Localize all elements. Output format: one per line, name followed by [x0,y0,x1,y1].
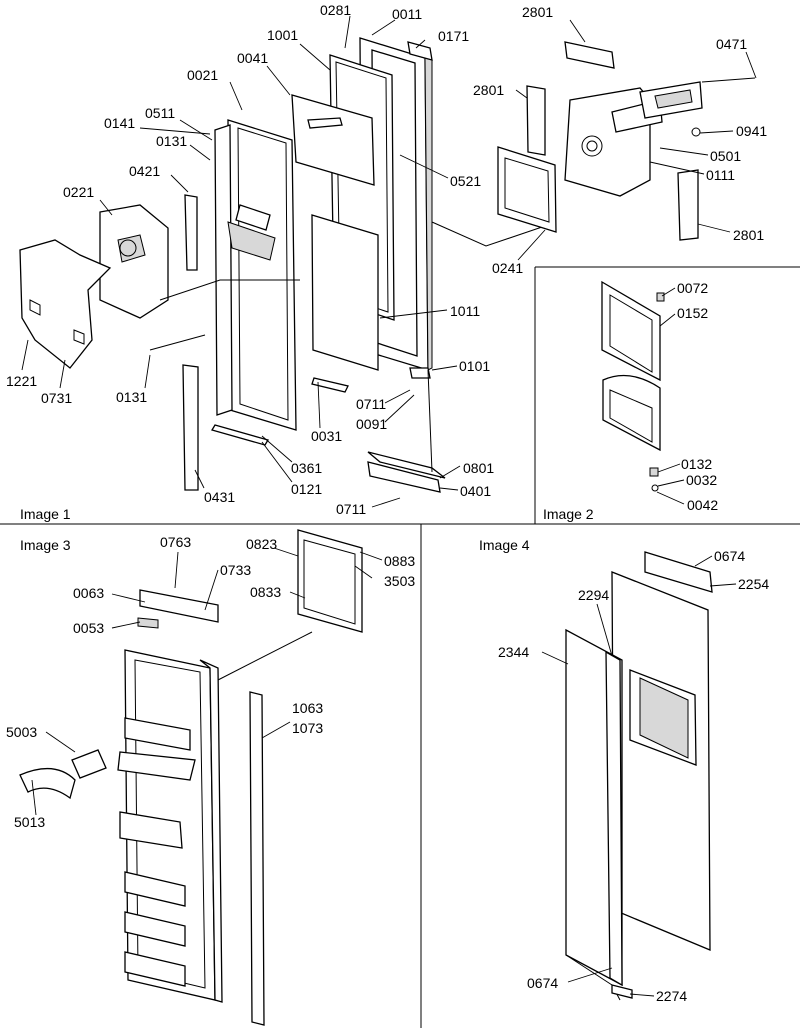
part-label-1001: 1001 [267,27,298,43]
part-label-5003: 5003 [6,724,37,740]
part-label-2344: 2344 [498,644,529,660]
part-label-0281: 0281 [320,2,351,18]
part-label-1011: 1011 [450,303,480,319]
image-3-labels: Image 3 0763 0823 0883 3503 0733 0063 08… [6,534,415,830]
part-label-0731: 0731 [41,390,72,406]
part-label-0941: 0941 [736,123,767,139]
part-label-0111: 0111 [706,167,735,183]
image-4-drawing [565,551,713,1001]
part-label-0121: 0121 [291,481,322,497]
part-label-2801-right: 2801 [733,227,764,243]
image-2-labels: 0072 0152 0132 0032 0042 Image 2 [543,280,718,522]
part-label-0063: 0063 [73,585,104,601]
panel-dividers [0,266,800,1028]
part-label-0763: 0763 [160,534,191,550]
part-label-2801-left: 2801 [473,82,504,98]
part-label-0711-mid: 0711 [356,396,386,412]
part-label-5013: 5013 [14,814,45,830]
part-label-1063: 1063 [292,700,323,716]
part-label-0511: 0511 [145,105,175,121]
part-label-0053: 0053 [73,620,104,636]
part-label-2254: 2254 [738,576,769,592]
leader-lines [21,15,757,997]
part-label-0431: 0431 [204,489,235,505]
part-label-0011: 0011 [392,6,422,22]
part-label-0241: 0241 [492,260,523,276]
part-label-0823: 0823 [246,536,277,552]
part-label-0674-top: 0674 [714,548,745,564]
image-2-caption: Image 2 [543,506,594,522]
part-label-0091: 0091 [356,416,387,432]
part-label-0801: 0801 [463,460,494,476]
part-label-0401: 0401 [460,483,491,499]
part-label-0132: 0132 [681,456,712,472]
part-label-0031: 0031 [311,428,342,444]
image-2-drawing [601,280,665,492]
part-label-0141: 0141 [104,115,135,131]
part-label-0032: 0032 [686,472,717,488]
part-label-0674-bottom: 0674 [527,975,558,991]
part-label-2294: 2294 [578,587,609,603]
part-label-0152: 0152 [677,305,708,321]
part-label-0041: 0041 [237,50,268,66]
part-label-0883: 0883 [384,553,415,569]
part-label-0833: 0833 [250,584,281,600]
part-label-2274: 2274 [656,988,687,1004]
part-label-0421: 0421 [129,163,160,179]
part-label-0471: 0471 [716,36,747,52]
part-label-0733: 0733 [220,562,251,578]
part-label-1073: 1073 [292,720,323,736]
part-label-1221: 1221 [6,373,37,389]
image-1-drawing [19,37,756,493]
part-label-3503: 3503 [384,573,415,589]
part-label-0711-bottom: 0711 [336,501,366,517]
part-label-0221: 0221 [63,184,94,200]
image-4-labels: Image 4 0674 2254 2294 2344 0674 2274 [479,537,769,1004]
part-label-0501: 0501 [710,148,741,164]
part-label-0072: 0072 [677,280,708,296]
part-label-0021: 0021 [187,67,218,83]
image-1-caption: Image 1 [20,506,71,522]
part-label-0131-bottom: 0131 [116,389,147,405]
part-label-0101: 0101 [459,358,490,374]
image-1-labels: 0281 0011 1001 0171 0041 0021 0141 0511 … [6,2,767,522]
image-4-caption: Image 4 [479,537,530,553]
part-label-0171: 0171 [438,28,469,44]
part-label-0521: 0521 [450,173,481,189]
image-3-drawing [19,529,363,1026]
part-label-0361: 0361 [291,460,322,476]
part-label-0131-top: 0131 [156,133,187,149]
part-label-0042: 0042 [687,497,718,513]
image-3-caption: Image 3 [20,537,71,553]
part-label-2801-top: 2801 [522,4,553,20]
